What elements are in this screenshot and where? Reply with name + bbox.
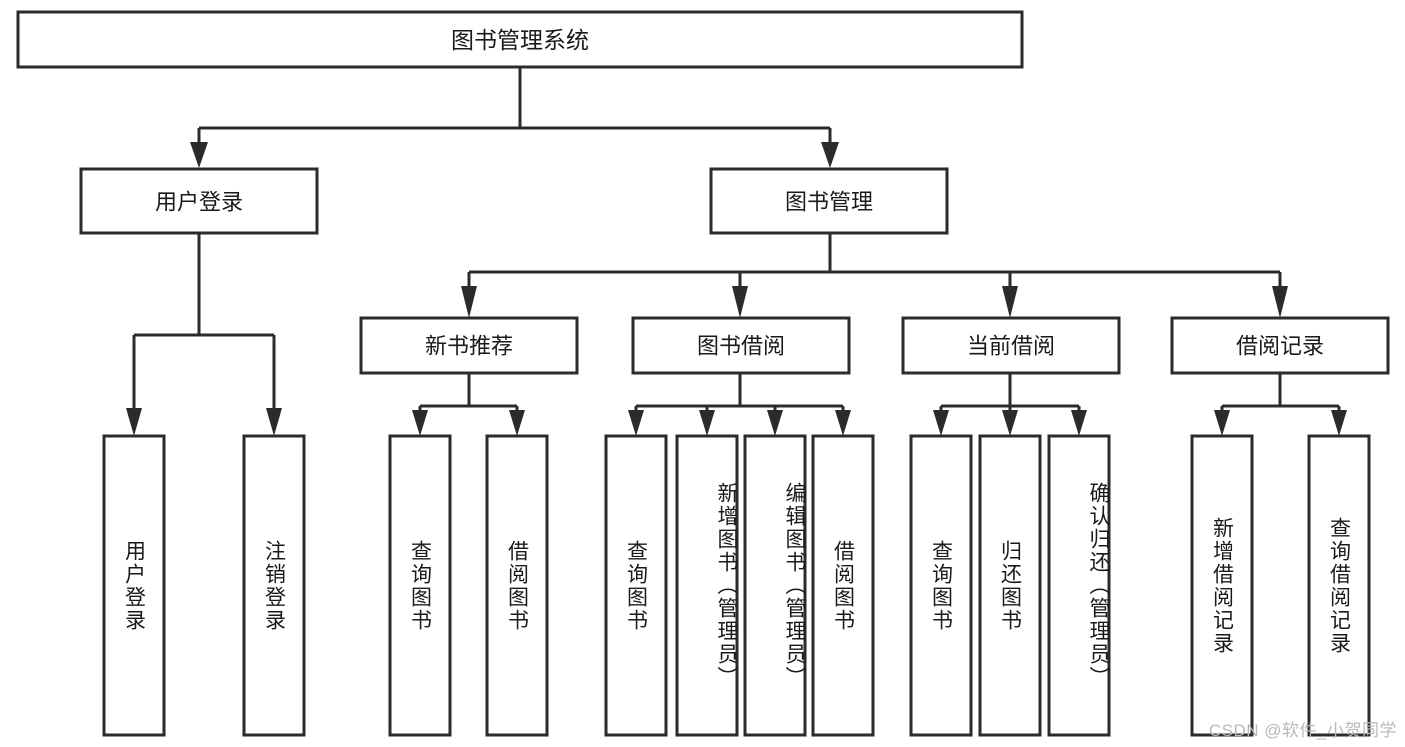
node-box-new-book-recommend[interactable] — [359, 316, 579, 375]
node-box-user-login[interactable] — [79, 167, 319, 235]
node-new-book-recommend[interactable]: 新书推荐 — [359, 316, 579, 375]
arrow-head-icon-currentborrow-leaf-1 — [933, 410, 949, 436]
node-label-user-login: 用户登录 — [155, 190, 243, 215]
leaf-box-newbook-query-book[interactable] — [388, 434, 452, 737]
node-book-borrow[interactable]: 图书借阅 — [631, 316, 851, 375]
arrow-head-icon-bookborrow-leaf-1 — [628, 410, 644, 436]
leaf-box-user-login[interactable] — [102, 434, 166, 737]
arrow-head-icon-book-borrow — [732, 286, 748, 318]
node-label-book-management: 图书管理 — [785, 190, 873, 215]
node-current-borrow[interactable]: 当前借阅 — [901, 316, 1121, 375]
arrow-head-icon-current-borrow — [1002, 286, 1018, 318]
leaf-box-borrow-query-book[interactable] — [604, 434, 668, 737]
leaf-box-record-add-record[interactable] — [1190, 434, 1254, 737]
arrow-head-icon-user-login — [190, 142, 208, 168]
leaf-box-borrow-edit-book[interactable] — [743, 434, 807, 737]
arrow-head-icon-currentborrow-leaf-2 — [1002, 410, 1018, 436]
leaf-box-group — [102, 434, 1371, 737]
arrow-head-icon-borrowrecord-leaf-1 — [1214, 410, 1230, 436]
node-borrow-record[interactable]: 借阅记录 — [1170, 316, 1390, 375]
arrow-head-icon-bookborrow-leaf-2 — [699, 410, 715, 436]
arrow-head-icon-leaf-user-login — [126, 408, 142, 436]
arrow-head-icon-bookborrow-leaf-3 — [767, 410, 783, 436]
arrow-head-icon-borrowrecord-leaf-2 — [1331, 410, 1347, 436]
node-label-borrow-record: 借阅记录 — [1236, 334, 1324, 359]
node-label-root: 图书管理系统 — [451, 27, 589, 53]
node-label-new-book-recommend: 新书推荐 — [425, 334, 513, 359]
node-root-system[interactable]: 图书管理系统 — [16, 10, 1024, 69]
leaf-box-borrow-borrow-book[interactable] — [811, 434, 875, 737]
node-book-management[interactable]: 图书管理 — [709, 167, 949, 235]
node-box-borrow-record[interactable] — [1170, 316, 1390, 375]
arrow-head-icon-borrow-record — [1272, 286, 1288, 318]
leaf-box-logout[interactable] — [242, 434, 306, 737]
arrow-head-icon-book-manage — [821, 142, 839, 168]
leaf-box-current-return-book[interactable] — [978, 434, 1042, 737]
node-label-current-borrow: 当前借阅 — [967, 334, 1055, 359]
node-user-login[interactable]: 用户登录 — [79, 167, 319, 235]
leaf-box-newbook-borrow-book[interactable] — [485, 434, 549, 737]
arrow-head-icon-new-book — [461, 286, 477, 318]
arrow-head-icon-newbook-leaf-2 — [509, 410, 525, 436]
node-box-book-management[interactable] — [709, 167, 949, 235]
node-box-book-borrow[interactable] — [631, 316, 851, 375]
node-box-current-borrow[interactable] — [901, 316, 1121, 375]
leaf-box-current-confirm-return[interactable] — [1047, 434, 1111, 737]
node-label-book-borrow: 图书借阅 — [697, 334, 785, 359]
leaf-box-record-query-record[interactable] — [1307, 434, 1371, 737]
leaf-box-current-query-book[interactable] — [909, 434, 973, 737]
arrow-head-icon-newbook-leaf-1 — [412, 410, 428, 436]
csdn-watermark: CSDN @软件_小贺同学 — [1208, 721, 1397, 740]
arrow-head-icon-bookborrow-leaf-4 — [835, 410, 851, 436]
node-box-root[interactable] — [16, 10, 1024, 69]
connector-group — [126, 67, 1347, 436]
arrow-head-icon-leaf-logout — [266, 408, 282, 436]
arrow-head-icon-currentborrow-leaf-3 — [1071, 410, 1087, 436]
leaf-box-borrow-add-book[interactable] — [675, 434, 739, 737]
